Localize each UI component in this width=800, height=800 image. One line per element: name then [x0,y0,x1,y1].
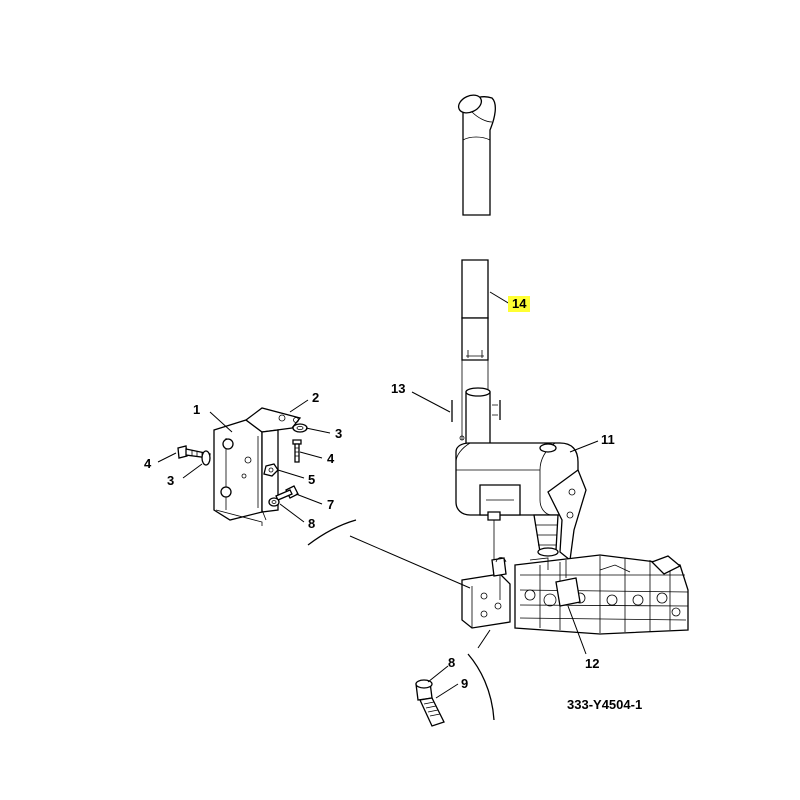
callout-8-lower: 8 [448,655,456,670]
callout-13: 13 [391,381,406,396]
callout-3-left: 3 [167,473,175,488]
muffler-11 [455,442,587,562]
callout-11: 11 [601,432,615,447]
exhaust-stack-upper [457,94,496,216]
bolt-4-right [292,439,302,463]
callout-4-right: 4 [327,451,335,466]
detail-arc-lower [467,653,495,721]
bracket-1 [213,407,302,526]
callout-14-highlighted: 14 [508,296,531,312]
leader-lines [157,291,599,699]
washer-8-upper [268,497,280,507]
nut-5 [263,463,279,477]
detail-arc-upper [307,519,357,546]
callout-8-upper: 8 [308,516,316,531]
bolt-7 [275,485,299,501]
fitting-9 [415,679,445,727]
callout-4-left: 4 [144,456,152,471]
exhaust-stack-lower [461,259,489,361]
washer-3-upper [292,423,308,433]
drawing-reference-number: 333-Y4504-1 [567,697,643,712]
callout-5: 5 [308,472,316,487]
engine-mount-bracket [461,557,511,629]
callout-1: 1 [193,402,201,417]
callout-7: 7 [327,497,335,512]
callout-12: 12 [585,656,600,671]
callout-9: 9 [461,676,469,691]
washer-3-left [201,450,211,466]
engine-block [514,554,689,635]
callout-3-upper: 3 [335,426,343,441]
callout-2: 2 [312,390,320,405]
clamp-13 [451,387,501,446]
